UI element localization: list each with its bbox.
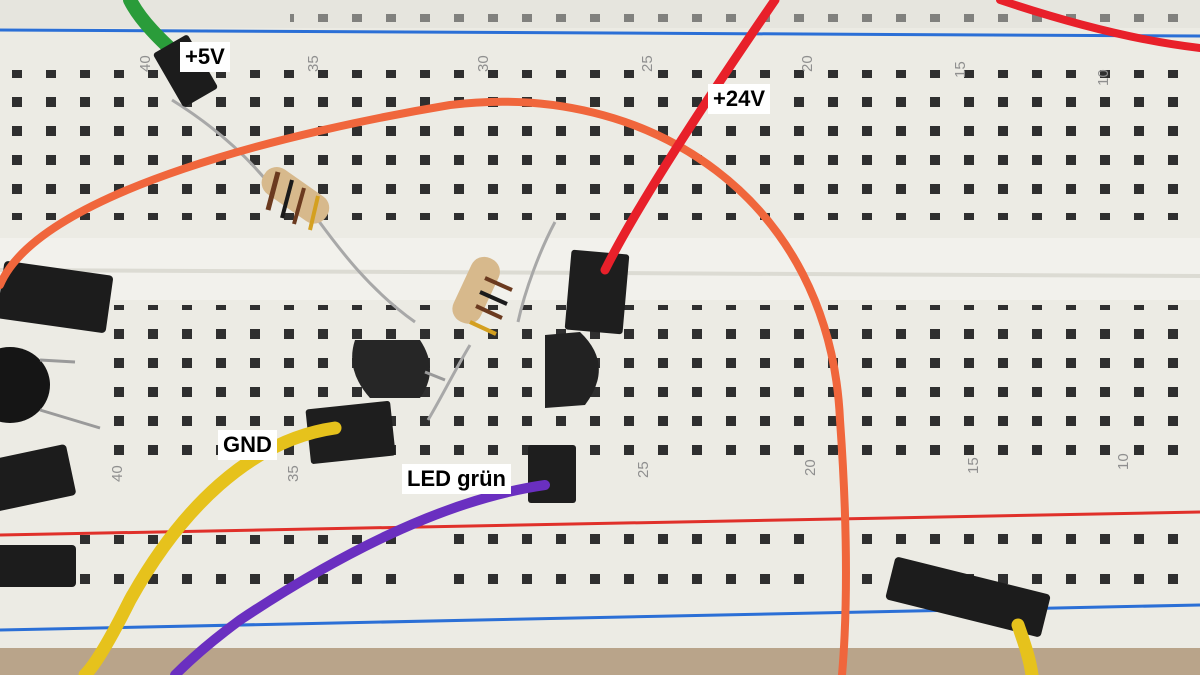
- label-led-gruen: LED grün: [402, 464, 511, 494]
- top-column-numbers: 40 35 30 25 20 15 10: [137, 55, 1112, 86]
- top-col-30: 30: [475, 55, 492, 72]
- bottom-col-20: 20: [802, 459, 819, 476]
- label-plus-5v: +5V: [180, 42, 230, 72]
- bottom-col-10: 10: [1115, 453, 1132, 470]
- top-col-25: 25: [639, 55, 656, 72]
- bottom-right-connector: [885, 557, 1051, 637]
- purple-wire: [170, 480, 550, 675]
- label-gnd: GND: [218, 430, 277, 460]
- top-col-10: 10: [1095, 69, 1112, 86]
- transistor-2: [545, 332, 599, 408]
- yellow-wire-housing: [305, 400, 396, 464]
- red-wire-housing: [564, 249, 630, 335]
- left-jumper-connectors: [0, 261, 113, 587]
- bottom-col-15: 15: [965, 457, 982, 474]
- bottom-column-numbers: 40 35 25 20 15 10: [109, 453, 1132, 482]
- bottom-col-35: 35: [285, 465, 302, 482]
- top-power-rail: [0, 0, 1200, 38]
- resistor-2: [426, 221, 557, 421]
- bottom-col-25: 25: [635, 461, 652, 478]
- yellow-wire-right: [1011, 618, 1039, 675]
- resistor-1: [171, 98, 416, 324]
- top-col-35: 35: [305, 55, 322, 72]
- label-plus-24v: +24V: [708, 84, 770, 114]
- top-col-15: 15: [952, 61, 969, 78]
- red-wire-top-right: [996, 0, 1200, 52]
- red-wire-upper: [600, 0, 780, 275]
- transistor-1: [352, 340, 446, 398]
- top-col-20: 20: [799, 55, 816, 72]
- purple-wire-housing: [528, 445, 576, 503]
- bottom-col-40: 40: [109, 465, 126, 482]
- orange-wire: [0, 97, 850, 675]
- top-col-40: 40: [137, 55, 154, 72]
